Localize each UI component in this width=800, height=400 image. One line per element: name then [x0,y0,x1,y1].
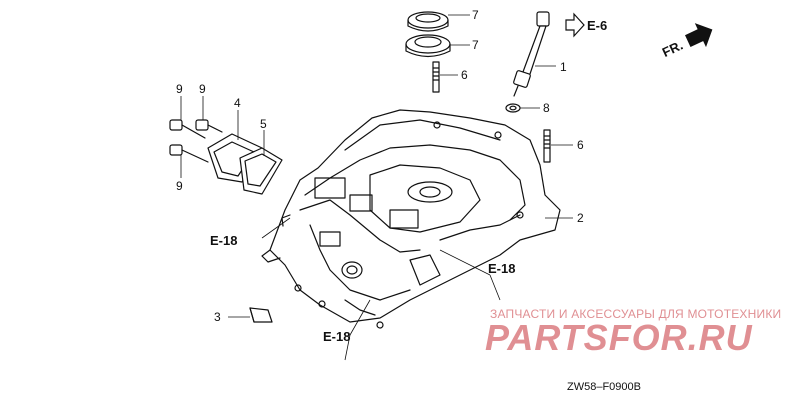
seal-upper [407,11,449,32]
watermark-logo: PARTSFOR.RU [485,317,753,358]
pipe-fitting [513,11,550,97]
bolt-1 [169,119,206,139]
callout-5: 5 [260,117,267,131]
plug [249,307,273,323]
callout-6-right: 6 [577,138,584,152]
leader-lines [180,14,573,361]
callout-7-upper: 7 [472,8,479,22]
ref-e18-left[interactable]: E-18 [210,233,237,248]
lower-case-part [261,109,561,329]
stud-right [543,129,551,163]
gasket [239,147,283,195]
bolt-3 [169,144,209,163]
watermark-tagline: ЗАПЧАСТИ И АКСЕССУАРЫ ДЛЯ МОТОТЕХНИКИ [490,307,781,321]
callout-9-top-left: 9 [176,82,183,96]
callout-9-bottom: 9 [176,179,183,193]
stud-upper [432,61,440,93]
ref-e6[interactable]: E-6 [587,18,607,33]
callout-7-lower: 7 [472,38,479,52]
callout-4: 4 [234,96,241,110]
ref-e18-right[interactable]: E-18 [488,261,515,276]
e6-arrow-icon [565,12,585,38]
bolt-2 [195,119,223,133]
callout-3: 3 [214,310,221,324]
svg-text:PARTSFOR.RU: PARTSFOR.RU [485,317,753,358]
diagram-code: ZW58–F0900B [567,381,641,393]
callout-9-top-right: 9 [199,82,206,96]
callout-1: 1 [560,60,567,74]
front-direction-indicator: FR. [660,23,713,60]
callout-2: 2 [577,211,584,225]
callout-6-upper: 6 [461,68,468,82]
front-arrow-icon [684,23,713,48]
callout-8: 8 [543,101,550,115]
seal-lower [405,34,451,58]
washer [505,103,521,113]
front-direction-label: FR. [660,37,685,59]
ref-e18-bottom[interactable]: E-18 [323,329,350,344]
